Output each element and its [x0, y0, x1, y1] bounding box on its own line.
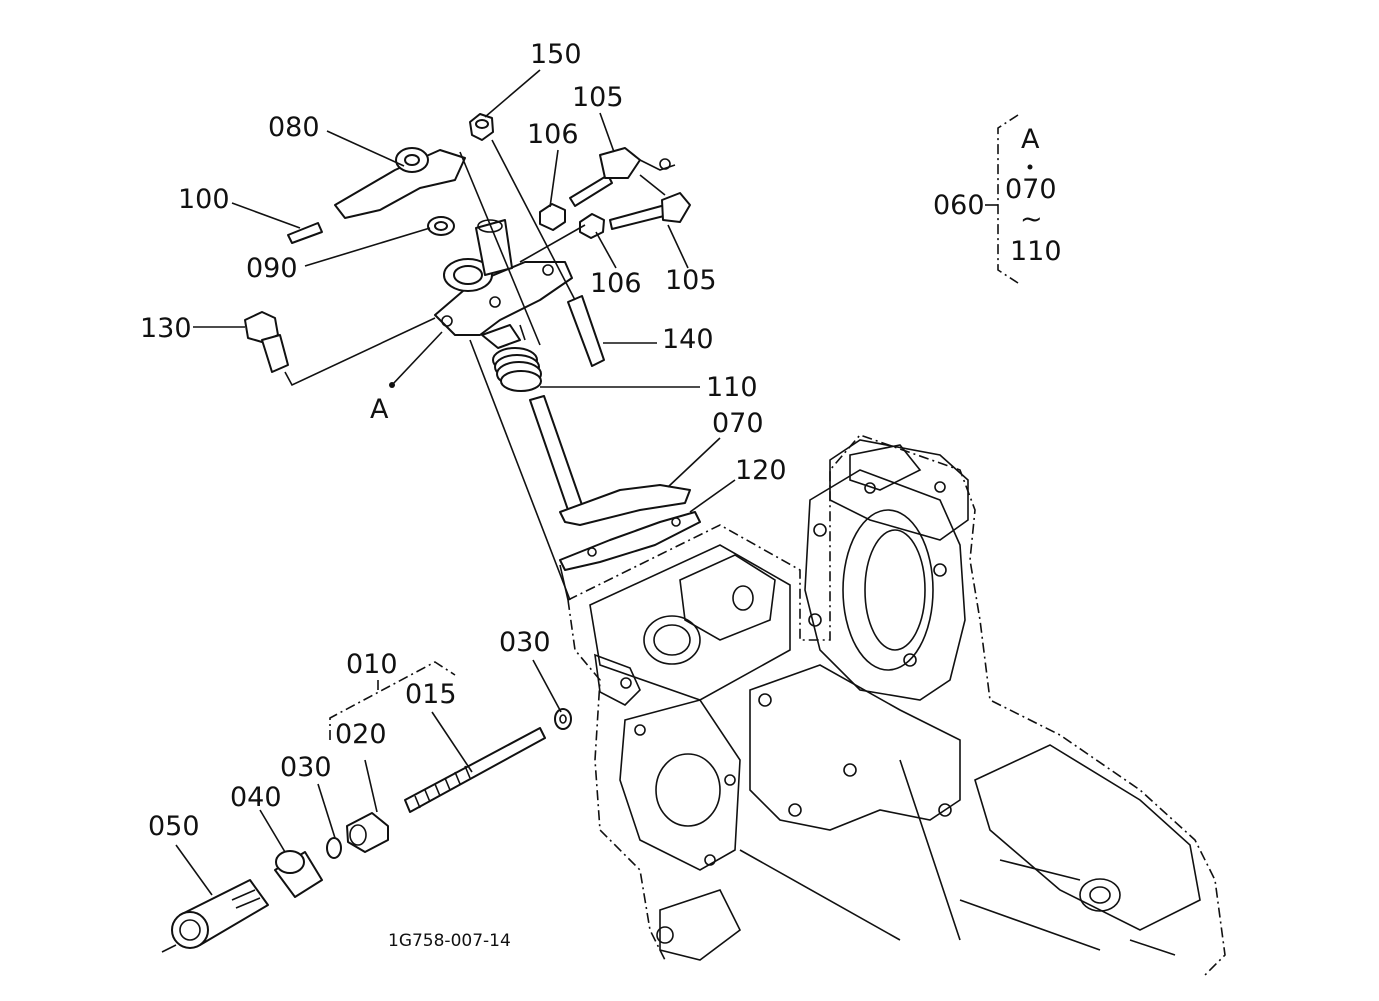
- callout-030-left: 030: [280, 752, 332, 783]
- callout-020: 020: [335, 719, 387, 750]
- assembly-note-tilde: ~: [1020, 204, 1043, 235]
- assembly-bracket-060: [985, 114, 1033, 284]
- part-150-nut: [469, 113, 494, 141]
- part-070-shaft: [529, 395, 691, 526]
- governor-housing: [434, 219, 573, 349]
- callout-140: 140: [662, 324, 714, 355]
- part-105-bolt-upper: [569, 147, 676, 207]
- reference-point-a: [389, 331, 443, 388]
- part-140-stud: [567, 295, 605, 367]
- leader-lines: [161, 69, 736, 953]
- callout-105-lower: 105: [665, 265, 717, 296]
- assembly-axis-line: [469, 339, 571, 601]
- assembly-note-from: 070: [1005, 174, 1057, 205]
- assembly-note-ref: A: [1021, 124, 1040, 155]
- callout-106-upper: 106: [527, 119, 579, 150]
- part-015-rod: [404, 727, 546, 813]
- callout-090: 090: [246, 253, 298, 284]
- callout-105-upper: 105: [572, 82, 624, 113]
- callout-130: 130: [140, 313, 192, 344]
- callout-100: 100: [178, 184, 230, 215]
- part-080-lever: [334, 147, 466, 219]
- assembly-note-id: 060: [933, 190, 985, 221]
- part-106-nut-upper: [539, 203, 566, 231]
- drawing-code: 1G758-007-14: [388, 931, 511, 951]
- callout-120: 120: [735, 455, 787, 486]
- callout-010: 010: [346, 649, 398, 680]
- part-110-spring: [492, 324, 542, 392]
- part-040-cap: [274, 850, 323, 898]
- part-130-bolt: [244, 311, 436, 387]
- part-106-nut-lower: [579, 213, 605, 239]
- callout-015: 015: [405, 679, 457, 710]
- part-100-pin: [287, 222, 323, 244]
- part-090-oil-seal: [427, 216, 455, 236]
- part-030-washer-left: [326, 837, 342, 859]
- callout-106-lower: 106: [590, 268, 642, 299]
- part-030-washer-right: [554, 708, 572, 730]
- assembly-note-to: 110: [1010, 236, 1062, 267]
- callout-070: 070: [712, 408, 764, 439]
- callout-040: 040: [230, 782, 282, 813]
- part-020-nut: [346, 812, 389, 853]
- callout-050: 050: [148, 811, 200, 842]
- part-105-bolt-lower: [609, 174, 691, 230]
- callout-110: 110: [706, 372, 758, 403]
- callout-ref-a: A: [370, 394, 389, 425]
- part-050-sleeve: [171, 879, 269, 949]
- callout-080: 080: [268, 112, 320, 143]
- gear-case-housing: [567, 434, 1226, 976]
- callout-030-right: 030: [499, 627, 551, 658]
- callout-150: 150: [530, 39, 582, 70]
- part-120-gasket: [559, 511, 701, 571]
